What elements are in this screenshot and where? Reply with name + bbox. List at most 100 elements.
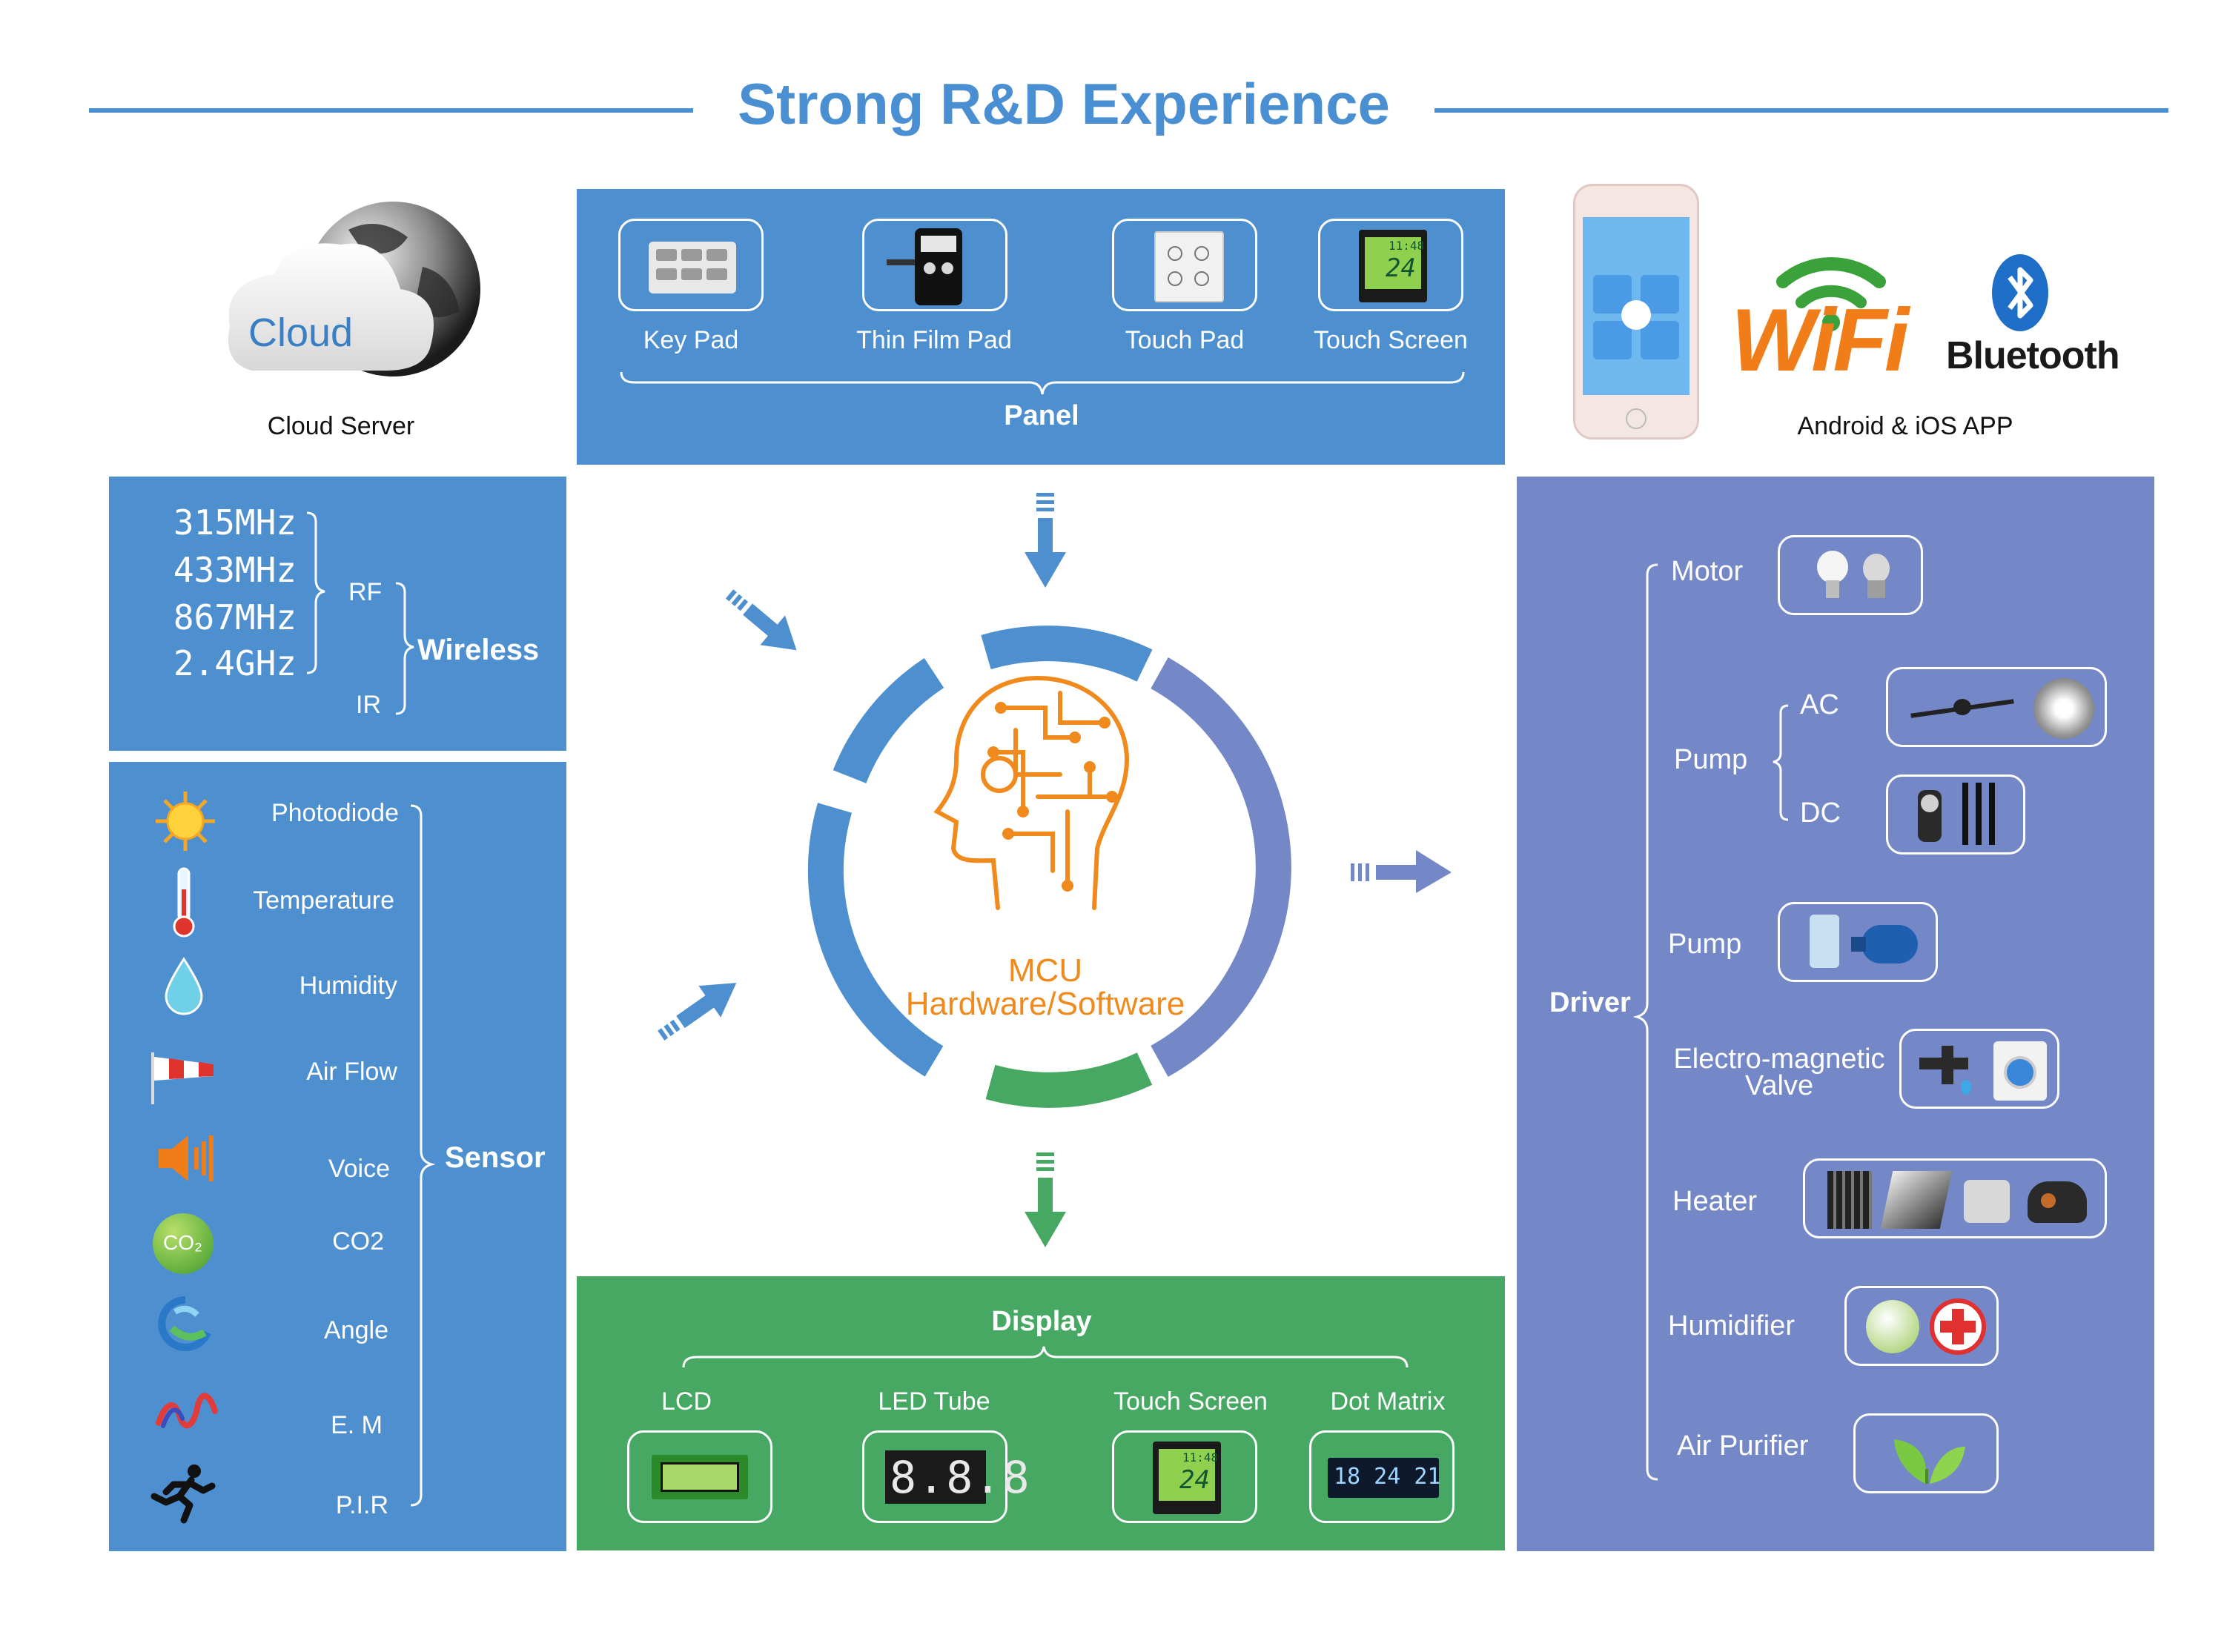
driver-brace <box>1632 563 1658 1481</box>
cloud-caption: Cloud Server <box>267 412 415 440</box>
display-item-led-tube: LED Tube <box>878 1387 990 1416</box>
frequency-2-4ghz: 2.4GHz <box>173 643 297 683</box>
sensor-item-air-flow: Air Flow <box>306 1058 397 1086</box>
app-caption: Android & iOS APP <box>1797 412 2013 440</box>
cloud-globe-icon <box>228 202 480 376</box>
cloud-word: Cloud <box>248 311 354 355</box>
driver-item-heater: Heater <box>1672 1186 1758 1217</box>
windsock-icon <box>151 1052 214 1104</box>
key-pad-icon-box <box>618 219 764 311</box>
co2-icon-text: CO₂ <box>163 1231 202 1254</box>
mcu-ring <box>807 626 1291 1108</box>
panel-screen-time: 11:48 <box>1389 239 1425 253</box>
arrow-to-driver-icon <box>1351 850 1452 893</box>
leaf-icon <box>1894 1439 1965 1484</box>
phone-icon <box>1573 184 1699 439</box>
driver-item-dc: DC <box>1800 797 1841 829</box>
sensor-item-temperature: Temperature <box>253 886 394 915</box>
mcu-line1: MCU <box>1007 952 1083 989</box>
arrow-down-from-panel-icon <box>1025 493 1066 588</box>
heater-icon-box <box>1803 1158 2107 1238</box>
arrow-from-sensor-icon <box>658 983 737 1041</box>
panel-item-thin-film-pad: Thin Film Pad <box>856 326 1012 354</box>
thermometer-icon <box>173 867 195 938</box>
co2-icon: CO₂ <box>153 1213 214 1274</box>
pump-icon-box <box>1778 902 1938 982</box>
em-wave-icon <box>156 1393 218 1429</box>
dot-matrix-text: 18 24 21 <box>1334 1464 1441 1490</box>
arrow-to-display-icon <box>1025 1152 1066 1247</box>
sun-icon <box>156 792 215 851</box>
touch-screen-icon-box: 11:48 24 <box>1318 219 1463 311</box>
driver-item-ac: AC <box>1800 689 1839 720</box>
ir-label: IR <box>356 691 381 719</box>
humidifier-icon-box <box>1844 1286 1999 1366</box>
bluetooth-word: Bluetooth <box>1946 334 2120 377</box>
valve-icon-box <box>1899 1029 2059 1109</box>
circuit-head-icon <box>933 676 1130 910</box>
running-person-icon <box>150 1464 216 1524</box>
frequency-brace <box>306 511 325 674</box>
display-section <box>577 1276 1505 1550</box>
pump-brace <box>1773 704 1789 821</box>
dc-devices-icon-box <box>1886 774 2025 855</box>
sensor-item-co2: CO2 <box>332 1227 384 1255</box>
driver-item-pump: Pump <box>1668 929 1742 960</box>
display-touch-screen-icon-box: 11:48 24 <box>1112 1430 1257 1523</box>
driver-item-valve-line2: Valve <box>1744 1070 1814 1101</box>
wifi-icon <box>1776 257 1886 331</box>
display-screen-time: 11:48 <box>1182 1450 1219 1464</box>
wireless-section <box>109 477 566 751</box>
wifi-word: WiFi <box>1731 291 1909 390</box>
thin-film-pad-icon-box <box>862 219 1007 311</box>
rf-label: RF <box>348 578 383 606</box>
sensor-item-angle: Angle <box>324 1316 388 1344</box>
sensor-brace <box>410 804 436 1507</box>
panel-item-touch-pad: Touch Pad <box>1125 326 1245 354</box>
sensor-item-voice: Voice <box>328 1155 390 1183</box>
sensor-heading: Sensor <box>445 1141 546 1174</box>
frequency-867: 867MHz <box>173 597 297 637</box>
frequency-433: 433MHz <box>173 550 297 590</box>
speaker-icon <box>159 1135 214 1181</box>
sensor-item-photodiode: Photodiode <box>271 799 399 827</box>
page-title: Strong R&D Experience <box>738 71 1390 136</box>
motor-bulbs-icon-box <box>1778 535 1923 615</box>
air-purifier-icon-box <box>1853 1413 1999 1493</box>
driver-item-pump-group: Pump <box>1674 744 1748 775</box>
title-rule-right <box>1434 108 2168 113</box>
display-brace <box>682 1346 1409 1368</box>
panel-item-touch-screen: Touch Screen <box>1314 326 1468 354</box>
ac-fans-icon-box <box>1886 667 2107 747</box>
sensor-item-em: E. M <box>331 1411 383 1439</box>
driver-item-humidifier: Humidifier <box>1668 1310 1796 1341</box>
wireless-heading: Wireless <box>417 634 540 666</box>
dot-matrix-icon-box: 18 24 21 <box>1309 1430 1454 1523</box>
angle-icon <box>158 1296 211 1351</box>
display-item-dot-matrix: Dot Matrix <box>1330 1387 1446 1416</box>
touch-pad-icon-box <box>1112 219 1257 311</box>
arrow-from-wireless-icon <box>725 589 797 651</box>
panel-item-key-pad: Key Pad <box>643 326 739 354</box>
display-item-lcd: LCD <box>661 1387 712 1416</box>
bluetooth-icon <box>1992 254 2048 331</box>
panel-screen-temp: 24 <box>1386 253 1416 283</box>
driver-item-valve-line1: Electro-magnetic <box>1673 1044 1885 1075</box>
display-item-touch-screen: Touch Screen <box>1113 1387 1268 1416</box>
panel-brace <box>620 371 1465 395</box>
driver-item-motor: Motor <box>1671 556 1744 587</box>
wireless-brace <box>395 582 414 715</box>
title-rule-left <box>89 108 693 113</box>
led-tube-icon-box: 8.8.8 <box>862 1430 1030 1523</box>
mcu-line2: Hardware/Software <box>905 986 1185 1022</box>
led-tube-digits: 8.8.8 <box>890 1452 1031 1504</box>
driver-item-air-purifier: Air Purifier <box>1677 1430 1809 1462</box>
water-drop-icon <box>165 957 203 1015</box>
frequency-315: 315MHz <box>173 502 297 543</box>
sensor-item-humidity: Humidity <box>299 972 397 1000</box>
display-heading: Display <box>991 1306 1092 1337</box>
sensor-item-pir: P.I.R <box>335 1491 388 1519</box>
panel-heading: Panel <box>1004 400 1079 431</box>
panel-section <box>577 189 1505 465</box>
display-screen-temp: 24 <box>1179 1465 1210 1495</box>
